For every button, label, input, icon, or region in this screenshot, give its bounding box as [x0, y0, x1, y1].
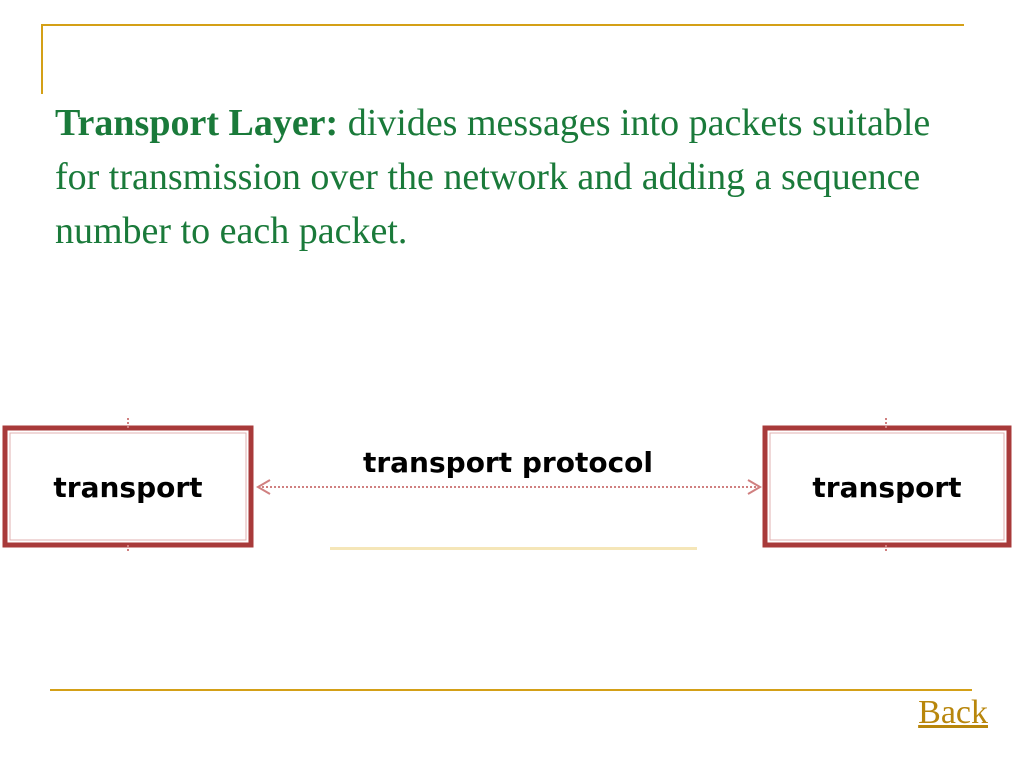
diagram-center-underbar: [330, 547, 697, 550]
protocol-arrow-right-head: [747, 479, 762, 495]
slide-frame-top-line: [41, 24, 964, 26]
protocol-arrow-label: transport protocol: [363, 446, 653, 479]
protocol-arrow-left-head: [256, 479, 271, 495]
right-box-label: transport: [812, 471, 961, 504]
left-box-label: transport: [53, 471, 202, 504]
slide-term: Transport Layer:: [55, 102, 339, 144]
transport-protocol-diagram: transport transport transport protocol: [0, 410, 1024, 560]
slide-frame-left-line: [41, 24, 43, 94]
slide-frame-bottom-line: [50, 689, 972, 691]
left-transport-box: transport: [2, 418, 254, 552]
right-box-inner-border: [769, 432, 1005, 541]
right-transport-box: transport: [762, 418, 1012, 552]
diagram-canvas: transport transport transport protocol: [2, 418, 1012, 552]
slide-body-text: Transport Layer: divides messages into p…: [55, 96, 975, 258]
left-box-inner-border: [9, 432, 247, 541]
back-link[interactable]: Back: [918, 694, 988, 731]
slide-description: divides messages into packets suitable f…: [55, 102, 931, 252]
protocol-arrow: [256, 479, 762, 495]
